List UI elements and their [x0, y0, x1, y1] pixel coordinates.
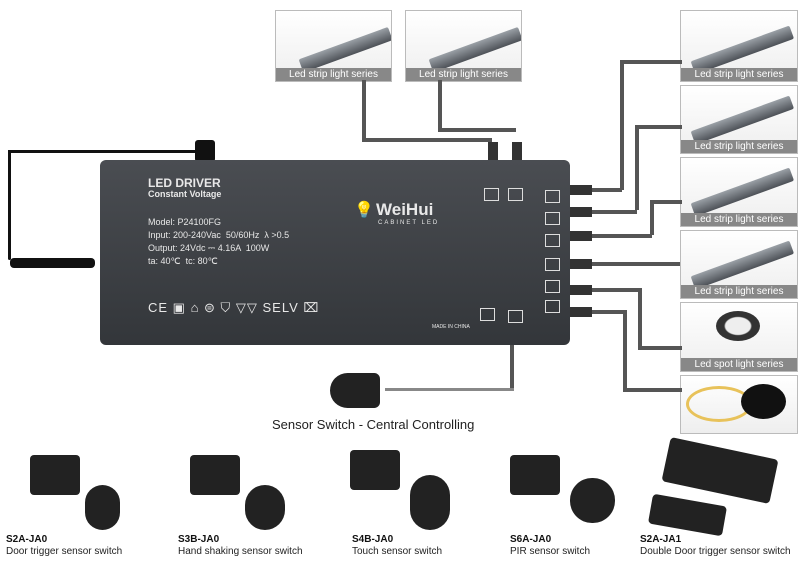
central-sensor-switch [330, 373, 380, 408]
bulb-logo-icon: 💡 [354, 202, 374, 219]
sensor-desc: Touch sensor switch [352, 546, 443, 557]
led-strip-tile-right-4: Led strip light series [680, 230, 798, 299]
tile-label: Led strip light series [681, 213, 797, 226]
sensor-model: S2A-JA1 [640, 534, 682, 545]
led-strip-tile-right-2: Led strip light series [680, 85, 798, 154]
led-spot-tile: Led spot light series [680, 302, 798, 372]
sensor-model: S3B-JA0 [178, 534, 220, 545]
sensor-desc: Door trigger sensor switch [6, 546, 123, 557]
led-strip-tile-right-1: Led strip light series [680, 10, 798, 82]
sensor-desc: Hand shaking sensor switch [178, 546, 303, 557]
sensor-model: S6A-JA0 [510, 534, 552, 545]
connector [488, 142, 498, 170]
connector [512, 142, 522, 170]
led-driver: LED DRIVER Constant Voltage Model: P2410… [100, 160, 570, 345]
tile-label: Led strip light series [406, 68, 521, 81]
sensor-desc: Double Door trigger sensor switch [640, 546, 791, 557]
power-cord [8, 150, 198, 153]
driver-output: Output: 24Vdc ⎓ 4.16A 100W [148, 243, 270, 253]
certification-marks: CE ▣ ⌂ ⊜ ⛉ ▽▽ SELV ⌧ [148, 300, 320, 315]
led-strip-tile-top-1: Led strip light series [275, 10, 392, 82]
brand-logo: WeiHui [376, 200, 434, 219]
driver-temps: ta: 40℃ tc: 80℃ [148, 256, 218, 266]
brand-subtitle: CABINET LED [378, 220, 440, 226]
sensor-model: S4B-JA0 [352, 534, 394, 545]
driver-subtitle: Constant Voltage [148, 189, 222, 199]
driver-title: LED DRIVER [148, 176, 221, 190]
sensor-caption: Sensor Switch - Central Controlling [272, 417, 475, 432]
led-strip-tile-top-2: Led strip light series [405, 10, 522, 82]
tile-label: Led strip light series [681, 285, 797, 298]
tile-label: Led strip light series [681, 140, 797, 153]
tile-label: Led spot light series [681, 358, 797, 371]
driver-model: Model: P24100FG [148, 217, 222, 227]
made-in-label: MADE IN CHINA [432, 324, 470, 330]
power-plug [195, 140, 215, 162]
sensor-desc: PIR sensor switch [510, 546, 591, 557]
led-strip-tile-right-3: Led strip light series [680, 157, 798, 227]
tile-label: Led strip light series [276, 68, 391, 81]
driver-input: Input: 200-240Vac 50/60Hz λ >0.5 [148, 230, 290, 240]
led-strip-roll-tile [680, 375, 798, 434]
power-cord [8, 150, 11, 260]
sensor-model: S2A-JA0 [6, 534, 48, 545]
tile-label: Led strip light series [681, 68, 797, 81]
dc-connector [10, 258, 95, 268]
